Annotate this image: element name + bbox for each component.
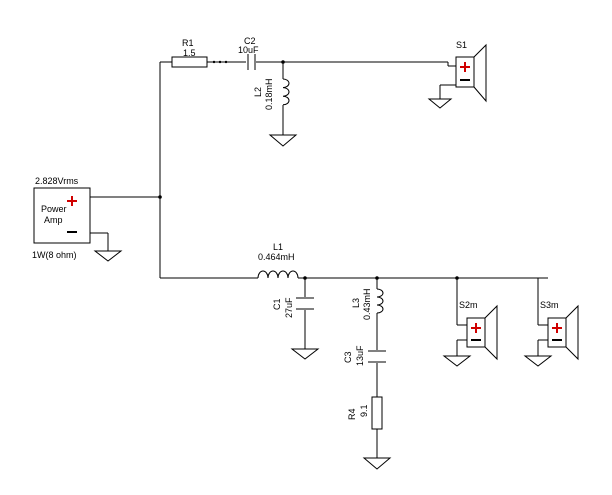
junction-dots: [158, 60, 459, 280]
l2-ref: L2: [253, 87, 263, 97]
inductor-l3: L3 0.43mH: [351, 288, 384, 320]
speaker-s2m: S2m: [459, 300, 498, 361]
s2m-ref: S2m: [459, 300, 478, 310]
resistor-r1: R1 1.5: [171, 38, 208, 68]
inductor-l2: L2 0.18mH: [253, 78, 290, 110]
speaker-s3m: S3m: [540, 300, 579, 361]
l2-value: 0.18mH: [264, 78, 274, 110]
r1-value: 1.5: [183, 48, 196, 58]
c2-value: 10uF: [238, 45, 259, 55]
l3-value: 0.43mH: [362, 288, 372, 320]
c1-value: 27uF: [284, 297, 294, 318]
s3m-ref: S3m: [540, 300, 559, 310]
capacitor-c2: C2 10uF: [238, 36, 259, 70]
power-amp: Power Amp 2.828Vrms 1W(8 ohm): [32, 176, 91, 260]
r4-ref: R4: [347, 408, 357, 420]
c3-value: 13uF: [355, 345, 365, 366]
ground-icon: [427, 98, 453, 109]
amp-label-line2: Amp: [44, 215, 63, 225]
c3-ref: C3: [343, 351, 353, 363]
r1-ref: R1: [182, 38, 194, 48]
ground-icon: [268, 134, 298, 147]
amp-label-line1: Power: [41, 204, 67, 214]
ground-icon: [362, 457, 392, 470]
ground-symbols: [93, 98, 553, 470]
l1-ref: L1: [273, 242, 283, 252]
inductor-l1: L1 0.464mH: [257, 242, 299, 279]
capacitor-c3: C3 13uF: [343, 345, 386, 366]
ground-icon: [290, 348, 320, 360]
ground-icon: [93, 250, 123, 262]
l1-value: 0.464mH: [258, 252, 295, 262]
ground-icon: [523, 355, 553, 367]
capacitor-c1: C1 27uF: [272, 297, 314, 318]
l3-ref: L3: [351, 298, 361, 308]
resistor-r4: R4 9.1: [347, 396, 383, 430]
amp-voltage-label: 2.828Vrms: [35, 176, 79, 186]
speaker-s1: S1: [448, 40, 487, 103]
c1-ref: C1: [272, 298, 282, 310]
ground-icon: [442, 355, 472, 367]
r4-value: 9.1: [359, 404, 369, 417]
s1-ref: S1: [456, 40, 467, 50]
wiring: [90, 61, 548, 458]
amp-rating-label: 1W(8 ohm): [32, 250, 77, 260]
c2-ref: C2: [244, 36, 256, 46]
